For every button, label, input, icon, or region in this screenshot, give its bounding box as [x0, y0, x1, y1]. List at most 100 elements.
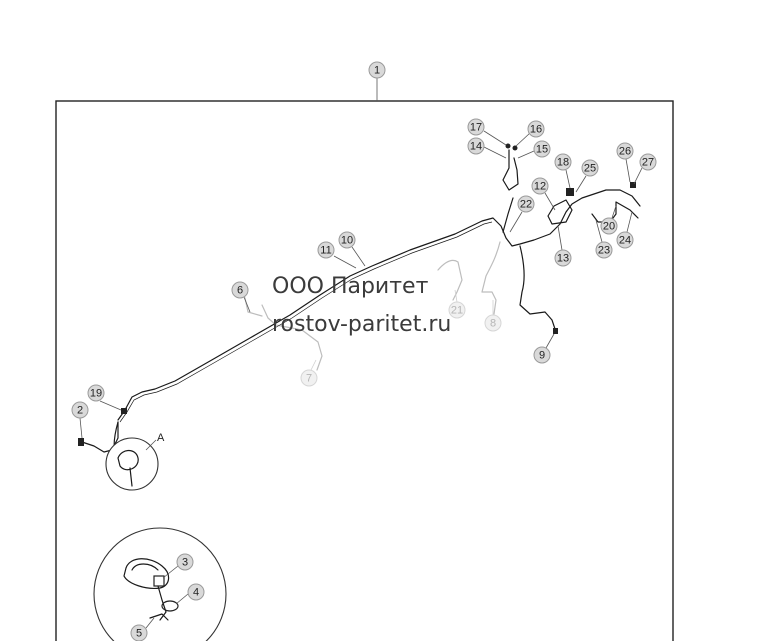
callout-bubble — [517, 195, 535, 213]
callout-bubble — [130, 624, 148, 641]
pipe-9 — [519, 245, 557, 333]
callout-9: 9 — [533, 346, 551, 364]
pipe-21 — [437, 259, 463, 301]
clip-17 — [505, 143, 511, 149]
leader-24 — [626, 211, 633, 233]
callout-bubble — [581, 159, 599, 177]
leader-lines — [79, 130, 643, 629]
callout-bubble — [639, 153, 657, 171]
detail-enlarged-loop-inner — [131, 563, 159, 571]
callout-11: 11 — [317, 241, 335, 259]
callout-number: 16 — [530, 124, 542, 136]
callout-bubble — [317, 241, 335, 259]
callout-bubble — [531, 177, 549, 195]
callout-bubble — [616, 142, 634, 160]
callout-22: 22 — [517, 195, 535, 213]
callout-21: 21 — [448, 301, 466, 319]
watermark-url: rostov-paritet.ru — [272, 312, 452, 337]
callout-number: 17 — [470, 122, 482, 134]
leader-15 — [517, 150, 535, 159]
leader-2 — [79, 417, 83, 439]
clip-16 — [512, 145, 518, 151]
pipe-14-15 — [502, 149, 519, 191]
callout-number: 23 — [598, 245, 610, 257]
callout-bubble — [600, 217, 618, 235]
pipe-8 — [481, 241, 501, 315]
main-line — [117, 189, 641, 421]
detail-clip-5 — [149, 613, 169, 621]
leader-21 — [454, 289, 458, 303]
detail-a-marker: A — [105, 432, 165, 491]
leader-11 — [333, 255, 357, 269]
callout-16: 16 — [527, 120, 545, 138]
leader-13 — [557, 225, 563, 251]
callout-bubble — [554, 153, 572, 171]
callout-bubble — [338, 231, 356, 249]
leader-16 — [515, 132, 531, 147]
pipe-left-end — [81, 421, 119, 453]
detail-clip-4 — [161, 600, 179, 612]
callout-15: 15 — [533, 140, 551, 158]
detail-a-circle — [105, 437, 159, 491]
callout-bubble — [467, 118, 485, 136]
callout-number: 3 — [182, 557, 188, 569]
callout-bubble — [71, 401, 89, 419]
pipe-6-branch — [244, 297, 263, 317]
callout-6: 6 — [231, 281, 249, 299]
callout-5: 5 — [130, 624, 148, 641]
detail-enlarged-tail — [157, 585, 167, 621]
callout-number: 1 — [374, 65, 380, 77]
callout-1: 1 — [368, 61, 386, 79]
leader-23 — [595, 219, 603, 243]
callout-number: 2 — [77, 405, 83, 417]
callout-18: 18 — [554, 153, 572, 171]
callout-number: 19 — [90, 388, 102, 400]
watermark-company: ООО Паритет — [272, 274, 429, 299]
fitting-2 — [78, 438, 84, 446]
detail-enlarged-loop — [123, 558, 170, 589]
leader-14 — [483, 146, 507, 159]
leader-25 — [575, 175, 587, 193]
callout-number: 9 — [539, 350, 545, 362]
callout-bubble — [533, 346, 551, 364]
callout-26: 26 — [616, 142, 634, 160]
callout-3: 3 — [176, 553, 194, 571]
callout-number: 11 — [320, 245, 331, 257]
assembly-frame — [55, 100, 674, 641]
detail-enlarged-circle — [93, 527, 227, 641]
main-line-parallel — [119, 221, 493, 423]
callout-number: 22 — [520, 199, 532, 211]
callout-17: 17 — [467, 118, 485, 136]
callout-bubble — [467, 137, 485, 155]
callout-bubble — [595, 241, 613, 259]
callout-number: 20 — [603, 221, 615, 233]
callout-bubble — [533, 140, 551, 158]
callout-2: 2 — [71, 401, 89, 419]
leader-17 — [483, 130, 507, 146]
pipe-20-24 — [591, 201, 639, 223]
callout-number: 7 — [306, 373, 312, 385]
detail-clip-3 — [153, 575, 165, 587]
callout-number: 10 — [341, 235, 353, 247]
callout-number: 6 — [237, 285, 243, 297]
pipe-12-loop — [547, 199, 573, 225]
callout-number: 21 — [451, 305, 463, 317]
callout-bubble — [300, 369, 318, 387]
fitting-27 — [630, 182, 636, 188]
callout-number: 8 — [490, 318, 496, 330]
leader-18 — [565, 169, 571, 189]
leader-6 — [243, 296, 251, 313]
callout-bubble — [484, 314, 502, 332]
callout-bubble — [87, 384, 105, 402]
callout-12: 12 — [531, 177, 549, 195]
leader-22 — [509, 211, 523, 233]
leader-4 — [175, 593, 189, 605]
main-pipes — [78, 143, 641, 487]
callout-number: 12 — [534, 181, 546, 193]
callout-number: 5 — [136, 628, 142, 640]
callout-7: 7 — [300, 369, 318, 387]
fitting-19 — [121, 408, 127, 414]
callout-bubble — [176, 553, 194, 571]
